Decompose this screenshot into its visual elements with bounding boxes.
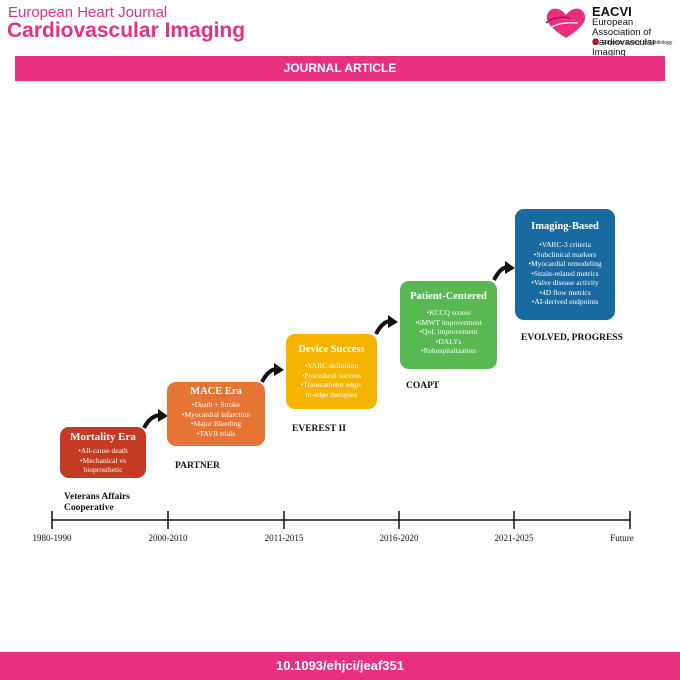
eacvi-heart-logo-icon (545, 8, 586, 38)
era-item: •AI-derived endpoints (531, 297, 599, 306)
era-item: •Transcatheter edge- (300, 380, 363, 389)
era-item: bioprosthetic (83, 465, 123, 474)
era-item: •DALYs (435, 336, 462, 346)
parent-org: European Society of Cardiology (602, 40, 673, 46)
era-item: •Strain-related metrics (531, 268, 599, 278)
trial-label-coapt: COAPT (406, 381, 440, 391)
org-name-line2: Cardiovascular Imaging (592, 37, 656, 58)
era-title: Imaging-Based (531, 221, 599, 232)
trial-label-evolved: EVOLVED, PROGRESS (521, 333, 623, 343)
journal-name: Cardiovascular Imaging (7, 19, 246, 42)
org-name-line1: European Association of (592, 17, 652, 38)
era-item: •All-cause death (78, 446, 128, 455)
trial-label-line: Veterans Affairs (64, 492, 130, 502)
timeline-label: 1980-1990 (32, 533, 72, 543)
era-item: •Subclinical markers (533, 249, 597, 259)
article-type-banner: JOURNAL ARTICLE (15, 56, 665, 81)
timeline-label: 2016-2020 (379, 533, 419, 543)
curved-arrow-icon (260, 363, 284, 383)
era-item: •VARC-3 criteria (539, 240, 591, 249)
era-item: •6MWT improvement (415, 317, 482, 327)
curved-arrow-icon (142, 409, 168, 429)
curved-arrow-icon (492, 261, 515, 281)
era-item: •4D flow metrics (539, 287, 591, 297)
curved-arrow-icon (374, 315, 398, 335)
era-item: •Major Bleeding (191, 419, 241, 428)
era-item: •Myocardial infarction (181, 409, 251, 419)
trial-label-veterans: Veterans Affairs Cooperative (64, 492, 130, 514)
timeline-label: 2011-2015 (264, 533, 304, 543)
timeline-label: 2000-2010 (148, 533, 188, 543)
trial-label-partner: PARTNER (175, 461, 220, 471)
era-item: •VARC definition (304, 361, 359, 370)
doi-footer[interactable]: 10.1093/ehjci/jeaf351 (0, 652, 680, 680)
org-name: European Association of Cardiovascular I… (592, 18, 680, 58)
era-box-device-success: Device Success •VARC definition •Procedu… (286, 334, 377, 409)
era-item: •Procedural success (301, 370, 362, 380)
era-box-imaging-based: Imaging-Based •VARC-3 criteria •Subclini… (515, 209, 615, 320)
trial-label-everest: EVEREST II (292, 424, 346, 434)
era-box-mace: MACE Era •Death + Stroke •Myocardial inf… (167, 382, 265, 446)
era-title: Mortality Era (70, 431, 136, 443)
era-title: MACE Era (190, 386, 242, 397)
era-item: •Myocardial remodeling (528, 259, 602, 268)
esc-logo-icon (593, 39, 599, 45)
org-abbrev: EACVI (592, 4, 632, 19)
timeline-label: Future (610, 533, 634, 543)
era-item: •Rehospitalization (420, 346, 477, 355)
era-item: •QoL improvement (419, 327, 478, 336)
era-item: •KCCQ scores (426, 308, 471, 317)
journal-name-small: European Heart Journal (8, 4, 168, 21)
era-title: Patient-Centered (410, 291, 487, 302)
trial-label-line: Cooperative (64, 503, 114, 513)
timeline-label: 2021-2025 (494, 533, 534, 543)
era-item: to-edge therapies (305, 389, 358, 399)
era-box-mortality: Mortality Era •All-cause death •Mechanic… (60, 427, 146, 478)
era-box-patient-centered: Patient-Centered •KCCQ scores •6MWT impr… (400, 281, 497, 369)
era-item: •Death + Stroke (191, 400, 241, 409)
era-item: •Mechanical vs (79, 455, 127, 465)
era-title: Device Success (298, 344, 365, 355)
era-item: •Valve disease activity (531, 278, 599, 287)
era-item: •TAVR trials (196, 428, 236, 438)
